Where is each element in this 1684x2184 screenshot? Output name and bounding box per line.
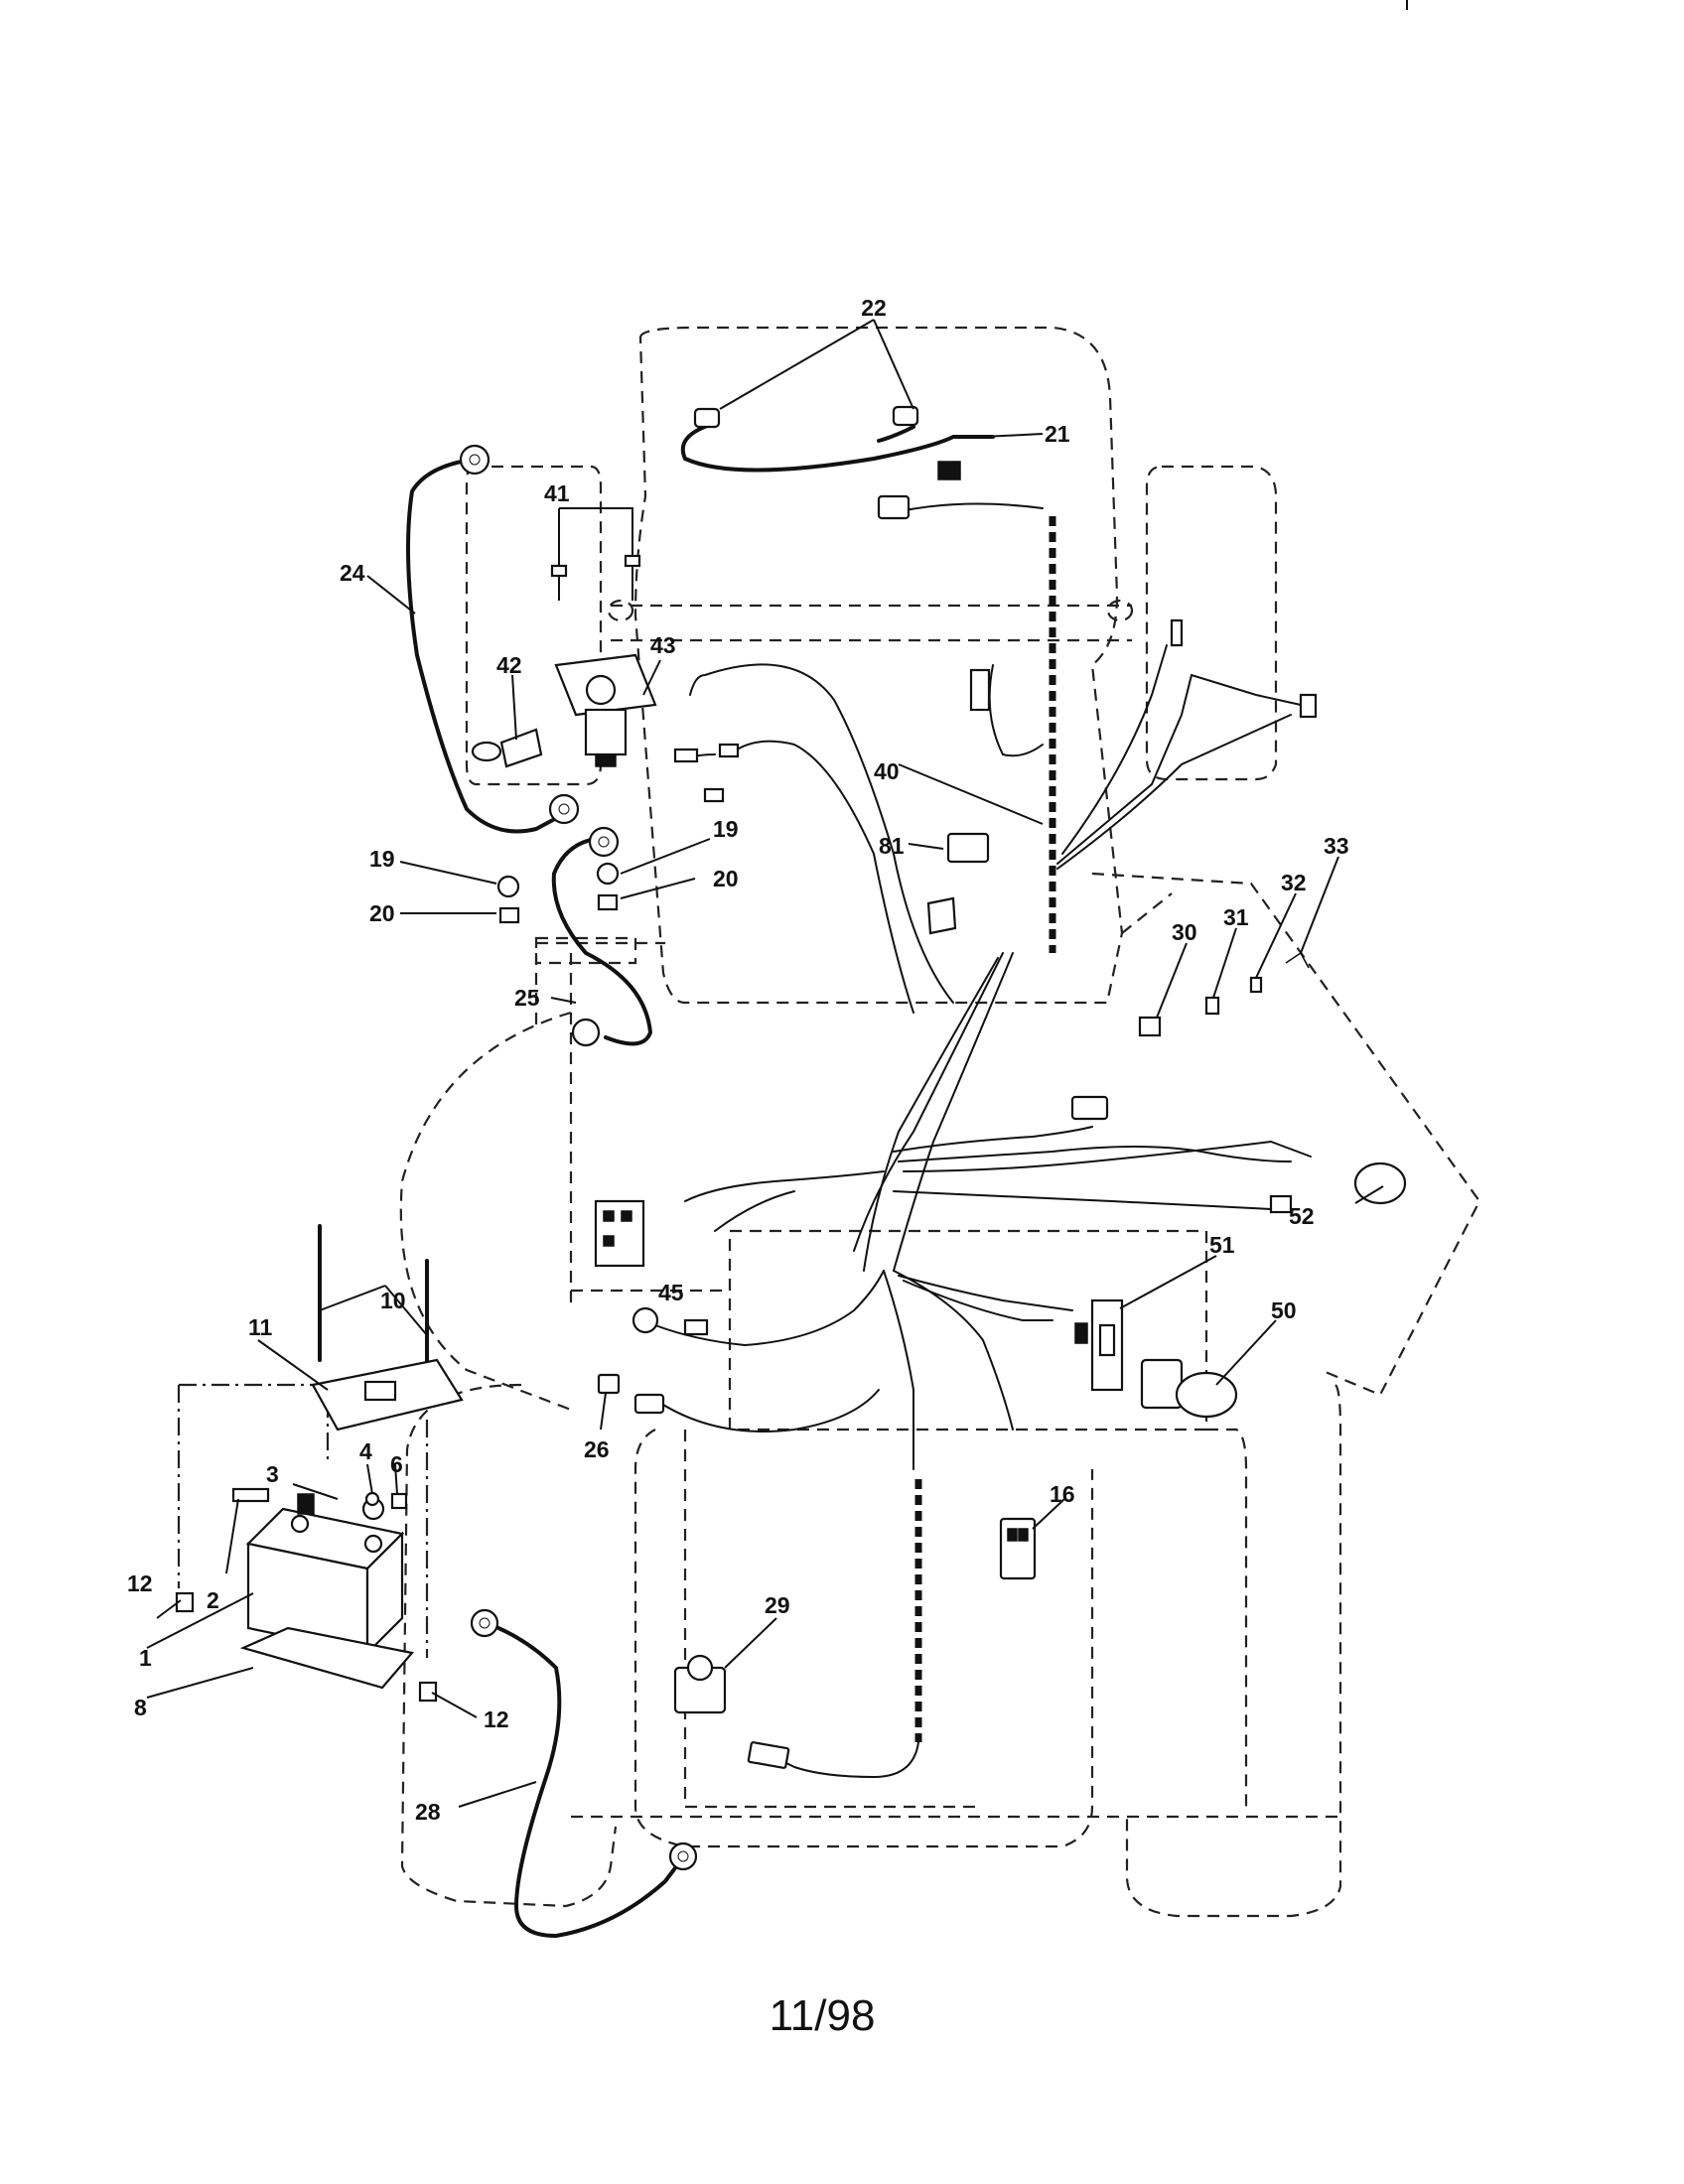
battery — [245, 1493, 405, 1656]
nut-right — [597, 893, 619, 911]
callout-11: 11 — [248, 1314, 273, 1340]
callout-40: 40 — [874, 758, 900, 784]
callout-28: 28 — [415, 1799, 441, 1825]
callout-4: 4 — [359, 1438, 372, 1464]
callout-25: 25 — [514, 985, 540, 1011]
ignition-knob — [1175, 1371, 1238, 1419]
nut-left — [498, 906, 520, 924]
connector-26 — [597, 1373, 621, 1395]
callout-31: 31 — [1223, 904, 1249, 930]
callout-20a: 20 — [369, 900, 395, 926]
callout-labels: 22 21 41 24 42 43 19 20 19 20 25 40 81 3… — [127, 295, 1349, 1825]
solenoid-bracket — [499, 728, 543, 768]
callout-26: 26 — [584, 1436, 610, 1462]
callout-33: 33 — [1324, 833, 1349, 859]
callout-51: 51 — [1209, 1232, 1235, 1258]
callout-3: 3 — [266, 1461, 279, 1487]
callout-21: 21 — [1045, 421, 1070, 447]
components — [175, 554, 1407, 1938]
callout-41: 41 — [544, 480, 570, 506]
headlight-right — [892, 405, 919, 427]
callout-52: 52 — [1289, 1203, 1315, 1229]
callout-16: 16 — [1050, 1481, 1075, 1507]
callout-12a: 12 — [127, 1570, 153, 1596]
seat-switch — [999, 1517, 1037, 1580]
headlight-left — [693, 407, 721, 429]
callout-81: 81 — [879, 833, 905, 859]
battery-tray — [239, 1626, 415, 1690]
callout-22: 22 — [861, 295, 887, 321]
callout-12b: 12 — [484, 1706, 509, 1732]
ignition-switch — [1140, 1358, 1184, 1410]
clip-right — [418, 1681, 438, 1703]
callout-50: 50 — [1271, 1297, 1297, 1323]
callout-24: 24 — [340, 560, 365, 586]
callout-19b: 19 — [713, 816, 739, 842]
callout-29: 29 — [765, 1592, 790, 1618]
fuse-block — [594, 1199, 645, 1268]
callout-45: 45 — [658, 1280, 684, 1305]
date-code: 11/98 — [770, 1991, 876, 2040]
starter-solenoid — [550, 554, 657, 767]
callout-2: 2 — [207, 1587, 219, 1613]
callout-32: 32 — [1281, 870, 1307, 895]
callout-42: 42 — [496, 652, 522, 678]
wire-harness — [406, 405, 1318, 1779]
relay — [946, 832, 990, 864]
callout-8: 8 — [134, 1695, 147, 1720]
callout-30: 30 — [1172, 919, 1197, 945]
washer-left — [496, 875, 520, 898]
callout-19a: 19 — [369, 846, 395, 872]
seat-switch-loop — [1353, 1161, 1407, 1205]
leader-lines — [146, 319, 1384, 1808]
callout-6: 6 — [390, 1451, 403, 1477]
callout-10: 10 — [380, 1288, 406, 1313]
callout-1: 1 — [139, 1645, 152, 1671]
ground-cable — [485, 1621, 682, 1938]
washer-right — [596, 862, 620, 886]
tractor-outline — [177, 326, 1481, 1918]
callout-43: 43 — [650, 632, 676, 658]
callout-20b: 20 — [713, 866, 739, 891]
